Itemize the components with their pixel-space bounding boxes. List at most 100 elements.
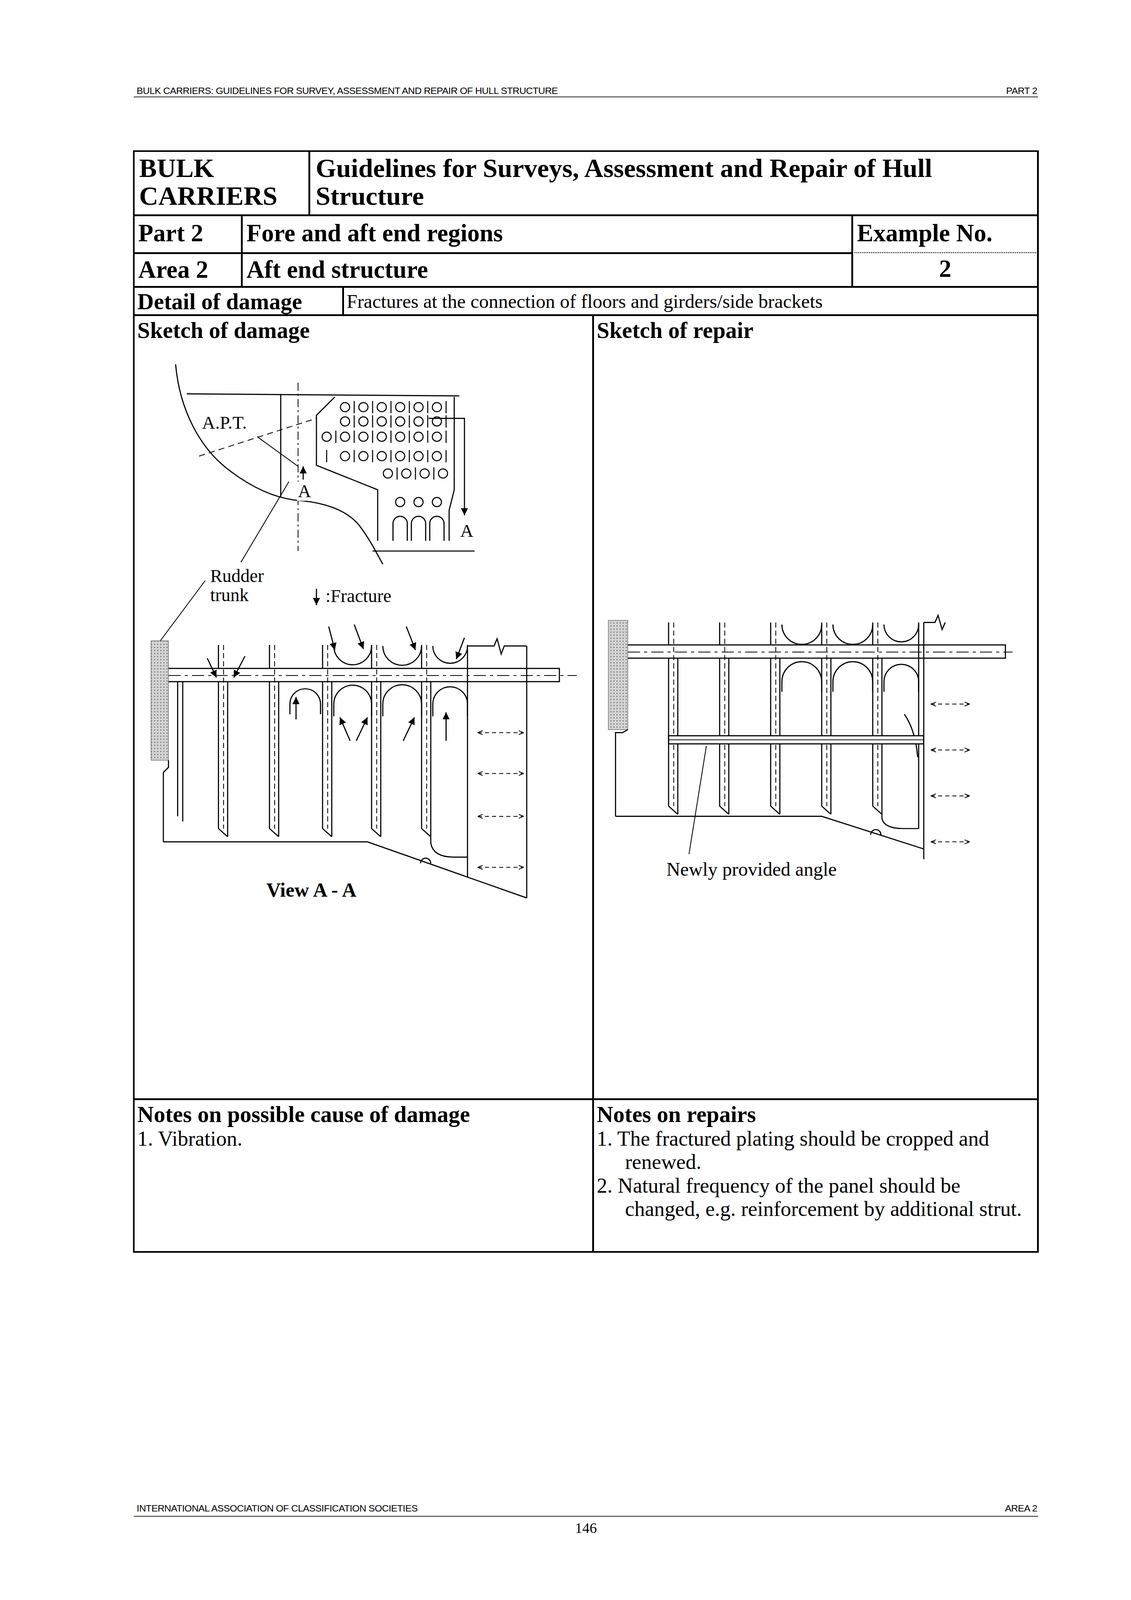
bottom-line (615, 816, 924, 850)
header-cell: Example No. (852, 215, 1038, 254)
lightening-hole (420, 469, 430, 479)
bracket (881, 814, 919, 829)
lightening-hole (413, 451, 423, 461)
cell-heading: 2 (856, 255, 1034, 283)
double-arrow (930, 841, 970, 843)
cell-note: 1. Vibration. (137, 1127, 590, 1152)
lightening-hole (377, 416, 387, 427)
header-cell: Area 2 (133, 253, 242, 287)
cut-out (781, 624, 919, 645)
sketch-panel: Sketch of repair (593, 315, 1038, 1100)
double-arrow (477, 867, 524, 869)
lightening-hole (432, 451, 442, 461)
example-number-cell: 2 (852, 253, 1038, 287)
cell-heading: Detail of damage (137, 289, 340, 315)
double-arrow (930, 703, 970, 705)
rudder-trunk (608, 620, 628, 730)
cell-heading: Sketch of repair (596, 317, 1035, 344)
fracture-arrow (403, 717, 415, 741)
stern-profile-sketch (280, 395, 282, 498)
tank-label: A.P.T. (201, 413, 248, 433)
lightening-hole (358, 402, 368, 412)
damage-section-view (151, 624, 577, 899)
stern-profile-sketch (316, 396, 378, 541)
lightening-hole (340, 432, 350, 442)
lightening-hole (358, 432, 368, 442)
bracket (430, 837, 468, 858)
header-cell: Aft end structure (241, 253, 853, 287)
lightening-hole (340, 451, 350, 461)
floor (177, 681, 183, 822)
header-cell: Fore and aft end regions (241, 215, 853, 254)
cell-note: 1. The fractured plating should be cropp… (596, 1127, 1035, 1175)
double-arrow (477, 732, 524, 734)
running-footer: INTERNATIONAL ASSOCIATION OF CLASSIFICAT… (135, 1503, 419, 1514)
page-number: 146 (573, 1521, 598, 1537)
lightening-hole (377, 432, 387, 442)
cell-heading: Guidelines for Surveys, Assessment and R… (315, 154, 1032, 211)
stern-profile-sketch (297, 382, 299, 552)
section-mark: A (297, 481, 313, 501)
fracture-arrow (328, 626, 335, 651)
lightening-hole (413, 497, 423, 507)
cell-heading: Part 2 (138, 219, 238, 247)
page-rule (133, 96, 1038, 98)
running-header: BULK CARRIERS: GUIDELINES FOR SURVEY, AS… (135, 85, 559, 96)
double-arrow (477, 773, 524, 775)
stern-profile-sketch (293, 500, 383, 565)
hidden-line (673, 622, 878, 807)
fracture-arrow (233, 656, 245, 678)
notes-cell: Notes on repairs1. The fractured plating… (593, 1099, 1038, 1253)
damage-section-view (163, 760, 169, 843)
notes-cell: Notes on possible cause of damage1. Vibr… (133, 1099, 594, 1253)
lightening-hole (383, 469, 393, 479)
lightening-hole (413, 432, 423, 442)
repair-section-view (917, 622, 919, 829)
stiffener-tick (326, 401, 447, 480)
cell-heading: Notes on possible cause of damage (137, 1102, 590, 1128)
stern-profile-sketch (372, 550, 475, 552)
stern-profile-sketch (175, 364, 295, 501)
sketch-panel: Sketch of damage (133, 315, 594, 1100)
section-arrow (302, 466, 304, 480)
double-arrow (930, 704, 970, 843)
cell-heading: BULK CARRIERS (139, 154, 304, 211)
header-cell: Detail of damage (133, 286, 344, 316)
detail-cell: Fractures at the connection of floors an… (343, 286, 1039, 316)
double-arrow (477, 816, 524, 818)
view-title: View A - A (265, 880, 358, 902)
lightening-hole (358, 416, 368, 427)
stern-profile-sketch (186, 394, 459, 397)
repair-section-view (608, 615, 1013, 860)
cell-heading: Example No. (856, 219, 1034, 247)
repair-section-view (668, 739, 924, 741)
cut-out (781, 661, 919, 693)
cell-heading: Sketch of damage (137, 317, 590, 344)
lightening-hole (395, 451, 405, 461)
lightening-hole (432, 497, 442, 507)
cell-heading: Area 2 (138, 256, 238, 284)
lightening-hole (432, 402, 442, 412)
page-rule (133, 1516, 1038, 1517)
lightening-hole (438, 469, 448, 479)
cell-note: 2. Natural frequency of the panel should… (596, 1174, 1035, 1222)
title-cell: Guidelines for Surveys, Assessment and R… (309, 151, 1038, 216)
header-cell: BULK CARRIERS (133, 151, 310, 216)
double-arrow (477, 732, 524, 868)
cell-heading: Fractures at the connection of floors an… (346, 290, 1035, 313)
lightening-hole (395, 432, 405, 442)
fracture-arrow (207, 658, 217, 678)
damage-section-view (466, 645, 468, 878)
fracture-arrow (339, 717, 350, 741)
lightening-hole (395, 497, 405, 507)
stern-profile-sketch (160, 364, 475, 642)
running-header: PART 2 (1005, 85, 1038, 96)
lightening-hole (340, 402, 350, 412)
symbol-legend: :Fracture (324, 586, 392, 606)
shell-line (923, 615, 946, 860)
lightening-hole (395, 416, 405, 427)
fracture-arrow (295, 697, 297, 720)
double-arrow (930, 749, 970, 751)
running-footer: AREA 2 (1004, 1503, 1039, 1514)
